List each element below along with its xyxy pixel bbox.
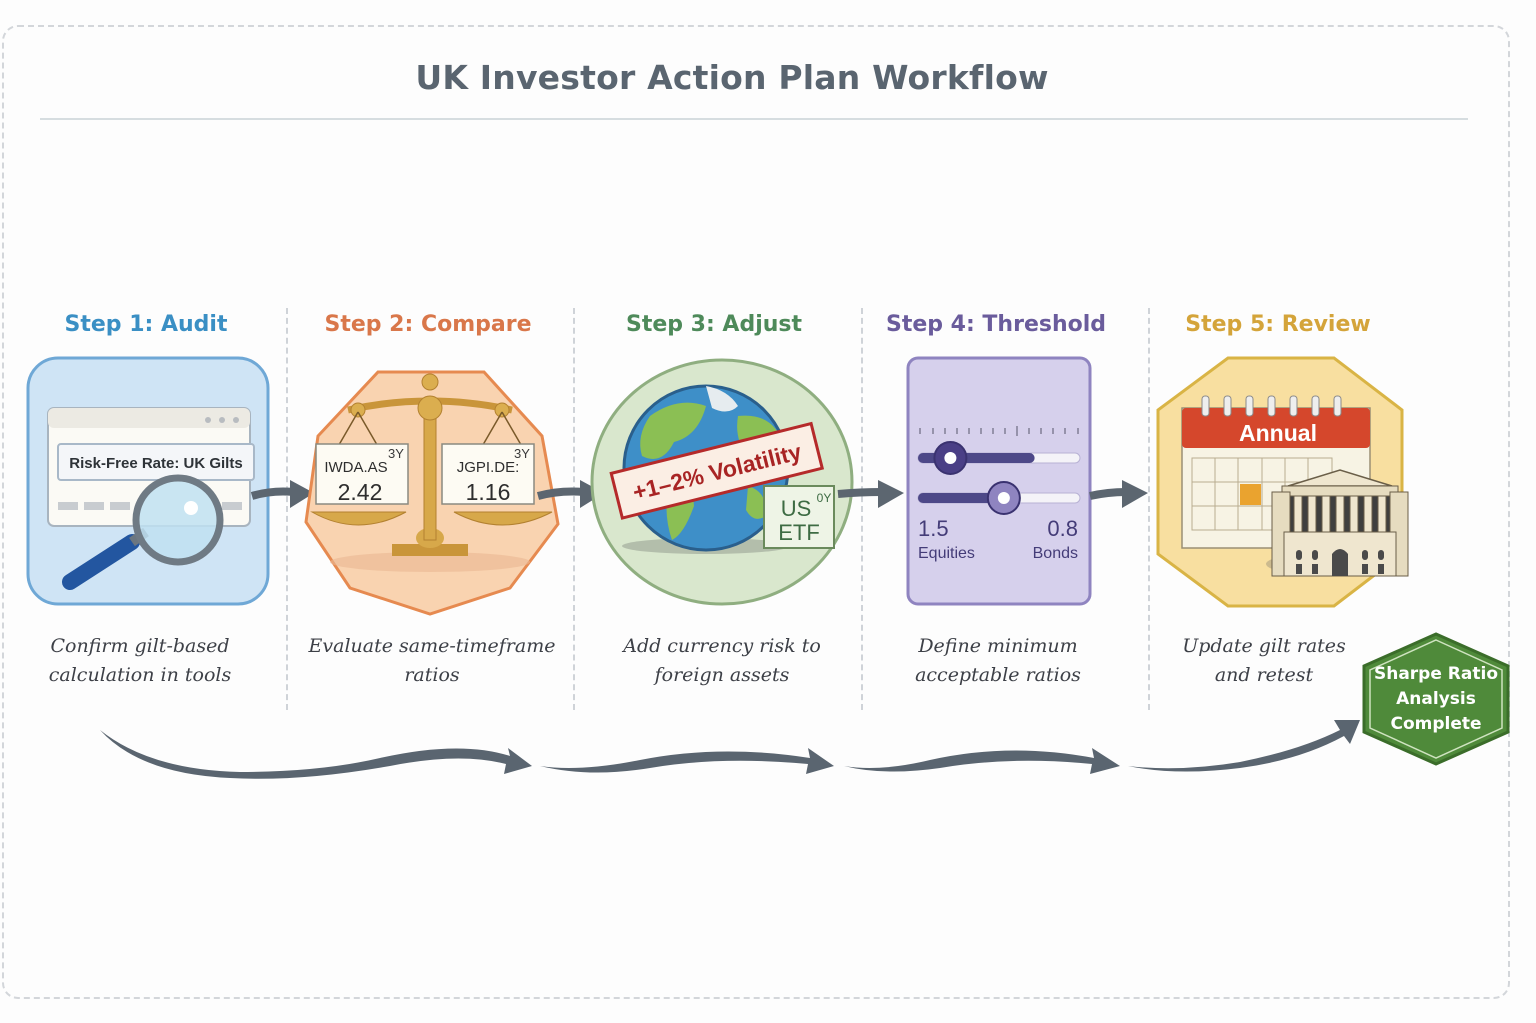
bonds-threshold-value: 0.8 <box>1047 516 1078 541</box>
bank-building-icon <box>1266 469 1409 577</box>
bottom-flow-arrows <box>100 720 1360 779</box>
step-1-description: Confirm gilt-based calculation in tools <box>48 635 232 686</box>
svg-text:US: US <box>781 496 812 521</box>
risk-free-rate-label: Risk-Free Rate: UK Gilts <box>69 455 242 472</box>
balance-scale-icon <box>310 373 553 572</box>
step-3-title: Step 3: Adjust <box>625 312 803 337</box>
completion-badge-text: Sharpe Ratio Analysis Complete <box>1373 664 1498 734</box>
column-divider <box>286 308 288 710</box>
bonds-label: Bonds <box>1033 545 1078 562</box>
us-etf-tag: US 0Y ETF <box>763 485 835 549</box>
step-4-panel <box>906 356 1092 606</box>
period-badge: 3Y <box>388 446 404 461</box>
slider-knob-center[interactable] <box>944 452 957 464</box>
step-5-illustration: Annual <box>1156 356 1409 608</box>
step-5-description: Update gilt rates and retest <box>1182 635 1346 686</box>
period-badge: 3Y <box>514 446 530 461</box>
column-divider <box>1148 308 1150 710</box>
sharpe-ratio-value: 1.16 <box>466 479 511 505</box>
equities-threshold-slider[interactable] <box>917 441 1081 475</box>
step-1-title: Step 1: Audit <box>64 312 228 337</box>
equities-label: Equities <box>918 545 975 562</box>
wavy-arrow <box>844 748 1120 774</box>
column-divider <box>573 308 575 710</box>
slider-fill <box>918 493 996 503</box>
step-2-illustration: 3Y IWDA.AS 2.42 3Y JGPI.DE: 1.16 <box>304 370 560 616</box>
magnifying-glass-icon <box>62 474 224 590</box>
flow-arrow <box>1089 480 1148 508</box>
step-1-illustration: Risk-Free Rate: UK Gilts <box>26 356 270 606</box>
svg-text:ETF: ETF <box>778 520 820 545</box>
step-2-description: Evaluate same-timeframe ratios <box>308 635 556 686</box>
equities-threshold-value: 1.5 <box>918 516 949 541</box>
svg-text:0Y: 0Y <box>817 491 832 505</box>
slider-tick-scale <box>919 426 1079 436</box>
title-divider <box>40 118 1468 120</box>
diagram-title: UK Investor Action Plan Workflow <box>415 58 1049 97</box>
step-3-description: Add currency risk to foreign assets <box>623 635 821 686</box>
risk-free-rate-label-box <box>57 443 255 481</box>
step-4-illustration: 1.5 Equities 0.8 Bonds <box>906 356 1092 606</box>
bonds-threshold-slider[interactable] <box>917 481 1081 515</box>
step-3-illustration: +1–2% Volatility US 0Y ETF <box>590 358 854 606</box>
diagram-frame <box>2 25 1510 999</box>
completion-badge <box>1362 632 1510 766</box>
step-2-title: Step 2: Compare <box>324 312 532 337</box>
wavy-arrow <box>1128 720 1360 772</box>
ratio-card-jgpi: 3Y JGPI.DE: 1.16 <box>441 443 535 505</box>
ticker-label: IWDA.AS <box>324 459 387 476</box>
column-divider <box>861 308 863 710</box>
sharpe-ratio-value: 2.42 <box>338 479 383 505</box>
step-4-description: Define minimum acceptable ratios <box>915 635 1081 686</box>
step-5-title: Step 5: Review <box>1185 312 1371 337</box>
flow-arrow <box>250 480 314 508</box>
calendar-label: Annual <box>1239 420 1317 446</box>
step-4-title: Step 4: Threshold <box>885 312 1107 337</box>
flow-arrow <box>837 480 904 508</box>
wavy-arrow <box>540 748 834 774</box>
wavy-arrow <box>100 730 532 779</box>
slider-knob-center[interactable] <box>997 492 1010 504</box>
ratio-card-iwda: 3Y IWDA.AS 2.42 <box>315 443 409 505</box>
ticker-label: JGPI.DE: <box>457 459 520 476</box>
